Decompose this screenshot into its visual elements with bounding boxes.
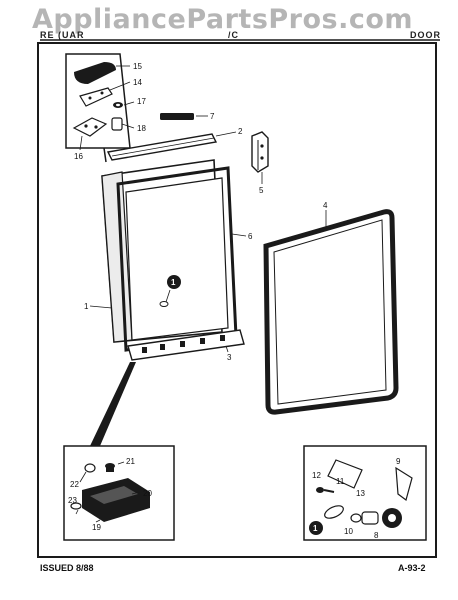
part-6-door-liner (116, 166, 247, 352)
callout-13: 13 (356, 489, 365, 498)
callout-23: 23 (68, 496, 77, 505)
part-4-door-gasket (263, 209, 399, 415)
part-3-bottom-channel (127, 329, 245, 361)
callout-4: 4 (323, 201, 328, 210)
note-marker-door (159, 275, 181, 307)
callout-12: 12 (312, 471, 321, 480)
footer-issued-date: ISSUED 8/88 (40, 563, 94, 573)
callout-10: 10 (344, 527, 353, 536)
callout-15: 15 (133, 62, 142, 71)
footer-page-code: A-93-2 (398, 563, 426, 573)
part-5-hinge-bracket (251, 131, 269, 184)
callout-1: 1 (84, 302, 89, 311)
callout-2: 2 (238, 127, 243, 136)
callout-16: 16 (74, 152, 83, 161)
callout-6: 6 (248, 232, 253, 241)
callout-3: 3 (227, 353, 232, 362)
inset-bottom-hinge-parts (63, 445, 175, 541)
part-18-bushing (111, 117, 123, 131)
note-marker-inset-label: 1 (313, 524, 318, 533)
callout-20: 20 (143, 489, 152, 498)
diagram-frame (37, 42, 437, 558)
header-model-fragment: RE (UAR (40, 30, 85, 40)
watermark-text: AppliancePartsPros.com (32, 4, 414, 35)
part-7-strip (160, 113, 194, 120)
callout-9: 9 (396, 457, 401, 466)
callout-18: 18 (137, 124, 146, 133)
inset-handle-parts (303, 445, 427, 541)
note-marker-door-label: 1 (171, 278, 176, 287)
callout-7: 7 (210, 112, 215, 121)
callout-22: 22 (70, 480, 79, 489)
callout-8: 8 (374, 531, 379, 540)
callout-19: 19 (92, 523, 101, 532)
part-16-bracket (72, 117, 108, 137)
callout-5: 5 (259, 186, 264, 195)
inset-hinge-parts (65, 53, 135, 163)
part-14-hinge-plate (79, 87, 113, 107)
header-mid-fragment: /C (228, 30, 239, 40)
callout-14: 14 (133, 78, 142, 87)
part-15-hinge-cover (74, 62, 116, 84)
inset-leader-wedge (90, 362, 136, 446)
header-section-label: DOOR (410, 30, 441, 40)
callout-17: 17 (137, 97, 146, 106)
callout-11: 11 (336, 477, 345, 486)
part-2-top-channel (106, 131, 237, 161)
callout-21: 21 (126, 457, 135, 466)
